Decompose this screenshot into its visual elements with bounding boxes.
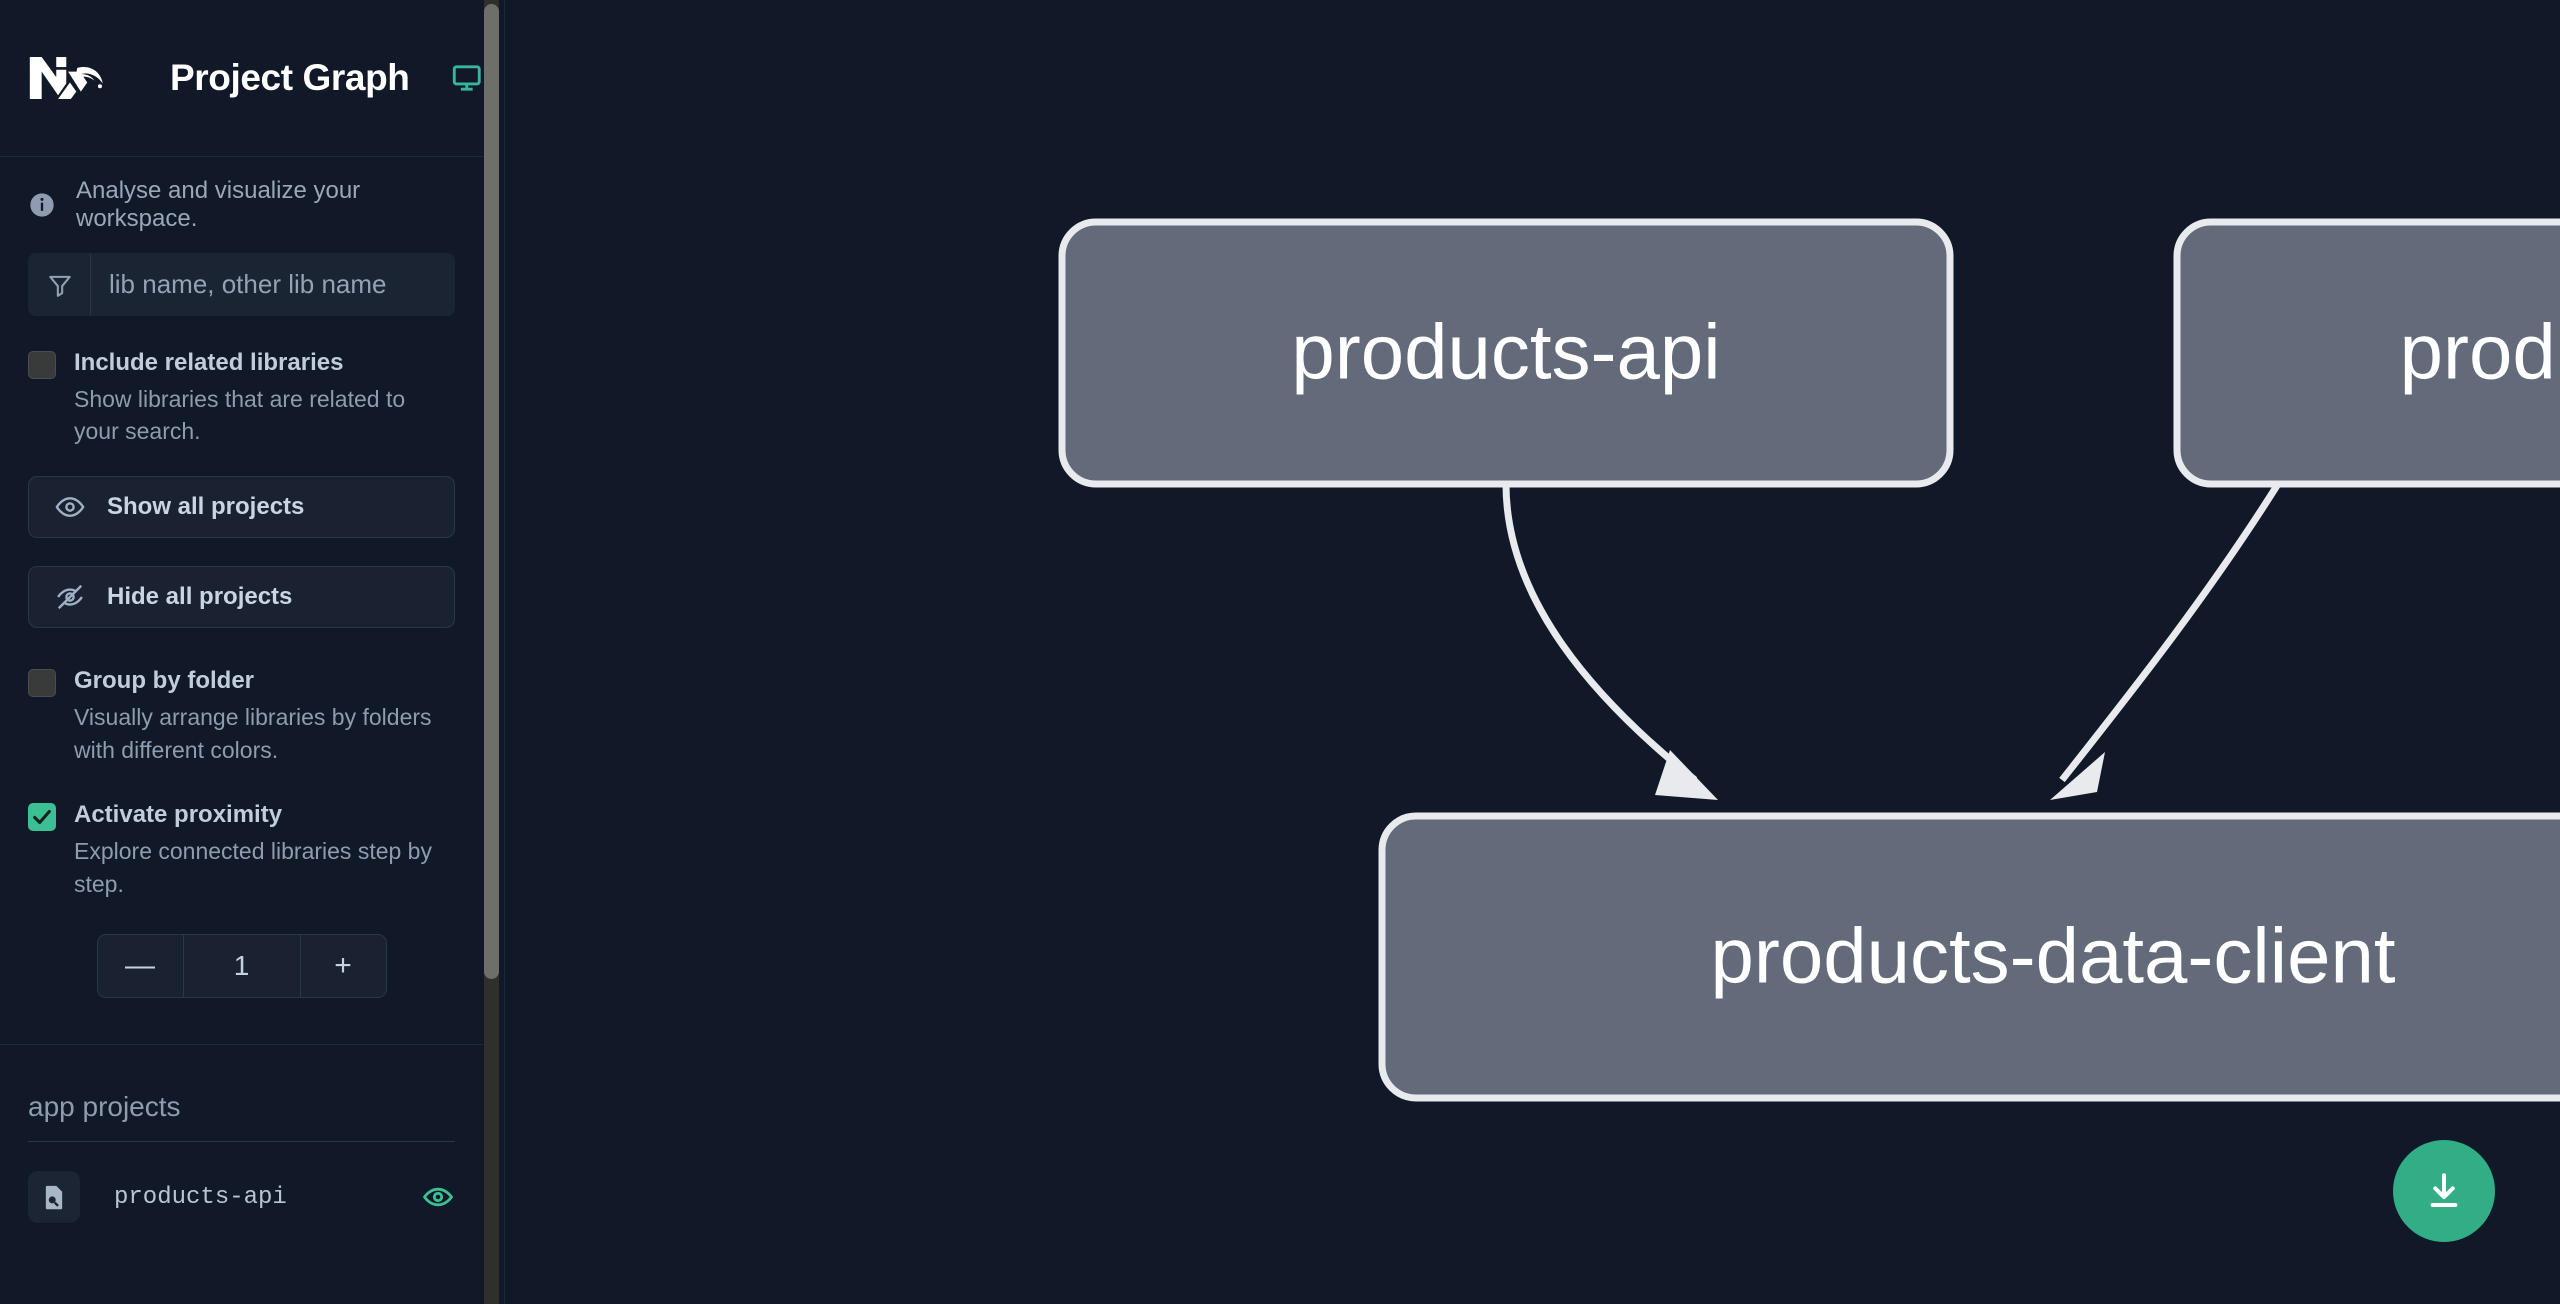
option-activate-proximity[interactable]: Activate proximity Explore connected lib… [0,798,483,900]
node-label: products-data-client [1710,912,2395,1000]
stepper-decrement-button[interactable]: — [97,935,184,998]
project-list-item-products-api[interactable]: products-api [0,1168,483,1226]
option-label: Group by folder [74,667,254,695]
monitor-icon[interactable] [451,61,483,95]
graph-node-products-data-client[interactable]: products-data-client [1378,812,2560,1102]
edge-products-cli-to-products-data-client[interactable] [2050,482,2281,800]
nx-logo [29,57,103,99]
option-description: Explore connected libraries step by step… [74,838,432,897]
show-all-projects-wrap: Show all projects [0,476,483,539]
info-icon [30,193,54,217]
download-graph-button[interactable] [2393,1140,2495,1242]
check-icon [33,810,51,825]
checkbox-include-related-libraries[interactable] [28,351,56,379]
node-label: products-api [1291,308,1720,396]
eye-off-icon [57,585,83,610]
option-text-group: Include related libraries Show libraries… [74,346,455,448]
option-group-by-folder[interactable]: Group by folder Visually arrange librari… [0,664,483,766]
sidebar-header: Project Graph [0,0,483,157]
graph-node-products-api[interactable]: products-api [1058,218,1954,488]
hide-all-projects-button[interactable]: Hide all projects [28,566,455,629]
option-text-group: Group by folder Visually arrange librari… [74,664,455,766]
stepper-increment-button[interactable]: + [299,935,386,998]
proximity-stepper-wrap: — 1 + [0,934,483,999]
filter-icon[interactable] [29,254,91,315]
sidebar-divider [0,1044,483,1046]
eye-icon [55,497,85,518]
project-name: products-api [114,1183,287,1211]
page-title: Project Graph [170,57,410,98]
project-group-rule [28,1141,455,1143]
workspace-tagline: Analyse and visualize your workspace. [0,157,483,253]
option-label: Include related libraries [74,349,344,376]
option-text-group: Activate proximity Explore connected lib… [74,798,455,900]
app-file-icon [28,1171,80,1224]
option-label: Activate proximity [74,801,283,829]
sidebar-scroll-area[interactable]: Project Graph Analyse and visualize your… [0,0,504,1304]
hide-all-projects-label: Hide all projects [107,583,293,611]
sidebar-scrollbar-track[interactable] [484,0,499,1304]
show-all-projects-label: Show all projects [107,493,305,521]
search-row [0,253,483,316]
hide-all-projects-wrap: Hide all projects [0,566,483,629]
sidebar: Project Graph Analyse and visualize your… [0,0,505,1304]
search-input[interactable] [91,254,454,315]
checkbox-group-by-folder[interactable] [28,669,56,698]
graph-edges [1502,482,2281,800]
stepper-value: 1 [183,935,300,998]
project-visibility-eye-icon[interactable] [421,1180,455,1214]
project-graph-svg: products-api products-cli products-data-… [1058,218,2560,1102]
project-group-title: app projects [28,1091,181,1123]
proximity-stepper: — 1 + [96,934,387,999]
tagline-text: Analyse and visualize your workspace. [76,177,361,232]
graph-canvas[interactable]: products-api products-cli products-data-… [505,0,2560,1304]
option-description: Visually arrange libraries by folders wi… [74,703,432,763]
download-icon [2430,1173,2458,1208]
show-all-projects-button[interactable]: Show all projects [28,476,455,539]
edge-products-api-to-products-data-client[interactable] [1502,483,1718,800]
search-box[interactable] [28,253,455,316]
option-description: Show libraries that are related to your … [74,385,406,445]
checkbox-activate-proximity[interactable] [28,803,56,832]
node-label: products-cli [2400,308,2560,396]
option-include-related-libraries[interactable]: Include related libraries Show libraries… [0,346,483,448]
sidebar-scrollbar-thumb[interactable] [484,4,499,979]
graph-node-products-cli[interactable]: products-cli [2173,218,2560,488]
